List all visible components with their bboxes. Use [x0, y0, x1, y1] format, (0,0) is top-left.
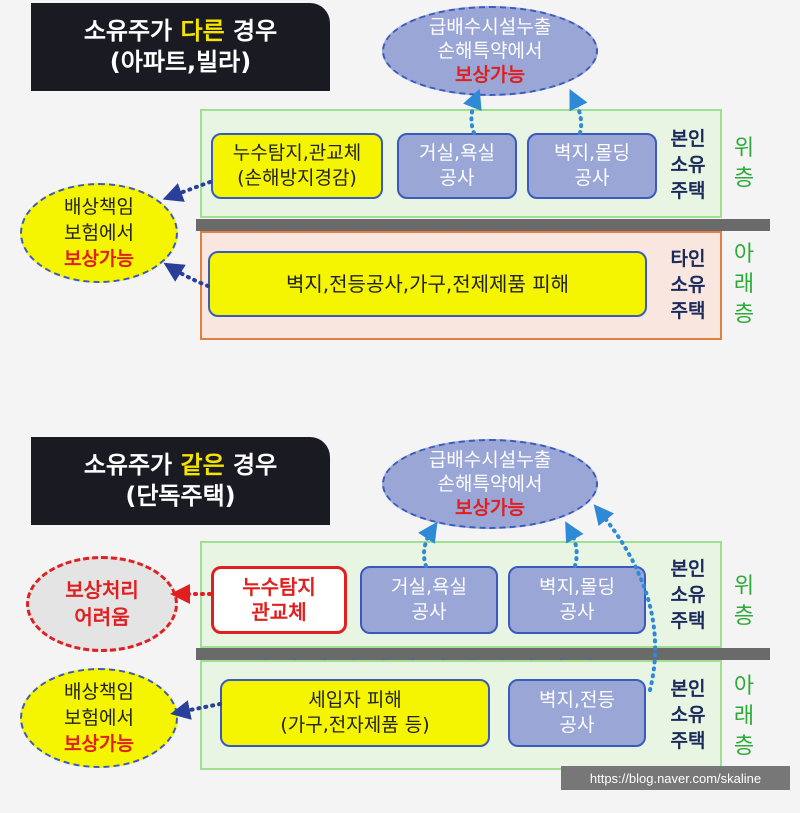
bottom-title-line2: (단독주택) [125, 482, 236, 510]
top-title-highlight: 다른 [180, 17, 225, 45]
top-wallpaper-card: 벽지,몰딩 공사 [527, 133, 657, 199]
bottom-title-line1: 소유주가 같은 경우 [83, 451, 278, 479]
bottom-leak-coverage-cloud: 급배수시설누출 손해특약에서 보상가능 [382, 439, 598, 529]
watermark-url: https://blog.naver.com/skaline [561, 766, 790, 790]
bottom-upper-floor-label: 위 층 [733, 574, 755, 629]
bottom-leak-detection-card: 누수탐지 관교체 [211, 566, 347, 634]
top-bath-construction-card: 거실,욕실 공사 [397, 133, 517, 199]
top-lower-owner-label: 타인 소유 주택 [670, 248, 706, 322]
bottom-upper-owner-label: 본인 소유 주택 [670, 558, 706, 632]
bottom-tenant-damage-card: 세입자 피해 (가구,전자제품 등) [220, 679, 490, 747]
top-leak-coverage-cloud: 급배수시설누출 손해특약에서 보상가능 [382, 6, 598, 96]
bottom-title-box: 소유주가 같은 경우 (단독주택) [31, 437, 330, 525]
bottom-floor-slab [196, 648, 770, 660]
bottom-lower-owner-label: 본인 소유 주택 [670, 678, 706, 752]
top-upper-floor-label: 위 층 [733, 136, 755, 191]
top-lower-floor-label: 아 래 층 [733, 242, 755, 327]
bottom-lower-floor-label: 아 래 층 [733, 674, 755, 759]
bottom-lower-wallpaper-card: 벽지,전등 공사 [508, 679, 646, 747]
top-liability-cloud: 배상책임 보험에서 보상가능 [20, 183, 178, 283]
bottom-title-highlight: 같은 [180, 451, 225, 479]
bottom-bath-construction-card: 거실,욕실 공사 [360, 566, 498, 634]
top-title-box: 소유주가 다른 경우 (아파트,빌라) [31, 3, 330, 91]
top-title-line2: (아파트,빌라) [109, 48, 252, 76]
top-leak-detection-card: 누수탐지,관교체 (손해방지경감) [211, 133, 383, 199]
top-floor-slab [196, 219, 770, 231]
bottom-liability-cloud: 배상책임 보험에서 보상가능 [20, 668, 178, 768]
top-neighbor-damage-card: 벽지,전등공사,가구,전제제품 피해 [208, 251, 647, 317]
bottom-wallpaper-card: 벽지,몰딩 공사 [508, 566, 646, 634]
bottom-difficult-claim-cloud: 보상처리 어려움 [26, 556, 178, 652]
top-upper-owner-label: 본인 소유 주택 [670, 128, 706, 202]
top-title-line1: 소유주가 다른 경우 [83, 17, 278, 45]
